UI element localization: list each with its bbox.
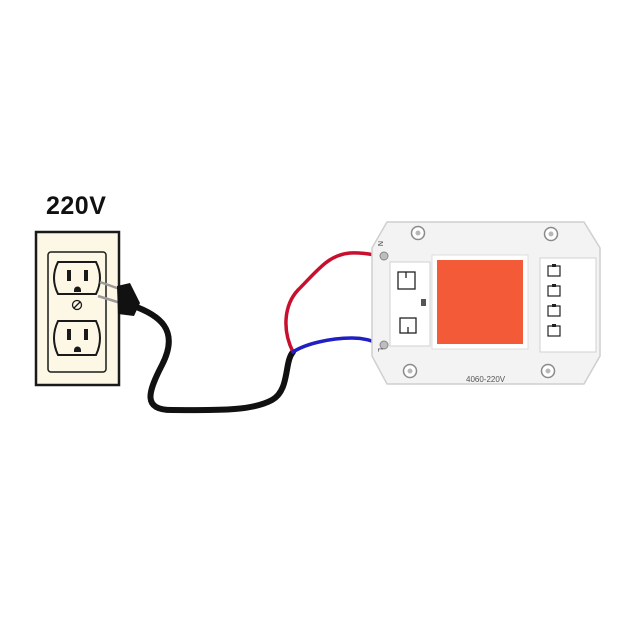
neutral-wire <box>284 251 384 354</box>
wall-outlet <box>34 230 121 387</box>
component-section <box>539 257 597 353</box>
plug-icon <box>97 280 140 316</box>
mounting-holes <box>402 225 559 379</box>
lower-receptacle-icon <box>53 320 101 356</box>
voltage-label: 220V <box>46 192 107 220</box>
model-label: 4060-220V <box>466 375 506 384</box>
pad-n <box>379 251 389 261</box>
driver-section <box>389 261 431 347</box>
outlet-inner-frame <box>47 251 107 373</box>
pin-l-label: L <box>376 348 383 352</box>
led-module: N L 4060-220V <box>371 221 601 385</box>
screw-icon <box>71 299 83 311</box>
upper-receptacle-icon <box>53 261 101 295</box>
power-cord <box>128 302 296 414</box>
live-wire <box>291 336 384 354</box>
pad-l <box>379 340 389 350</box>
pin-n-label: N <box>376 241 383 246</box>
cob-chip <box>437 260 523 344</box>
